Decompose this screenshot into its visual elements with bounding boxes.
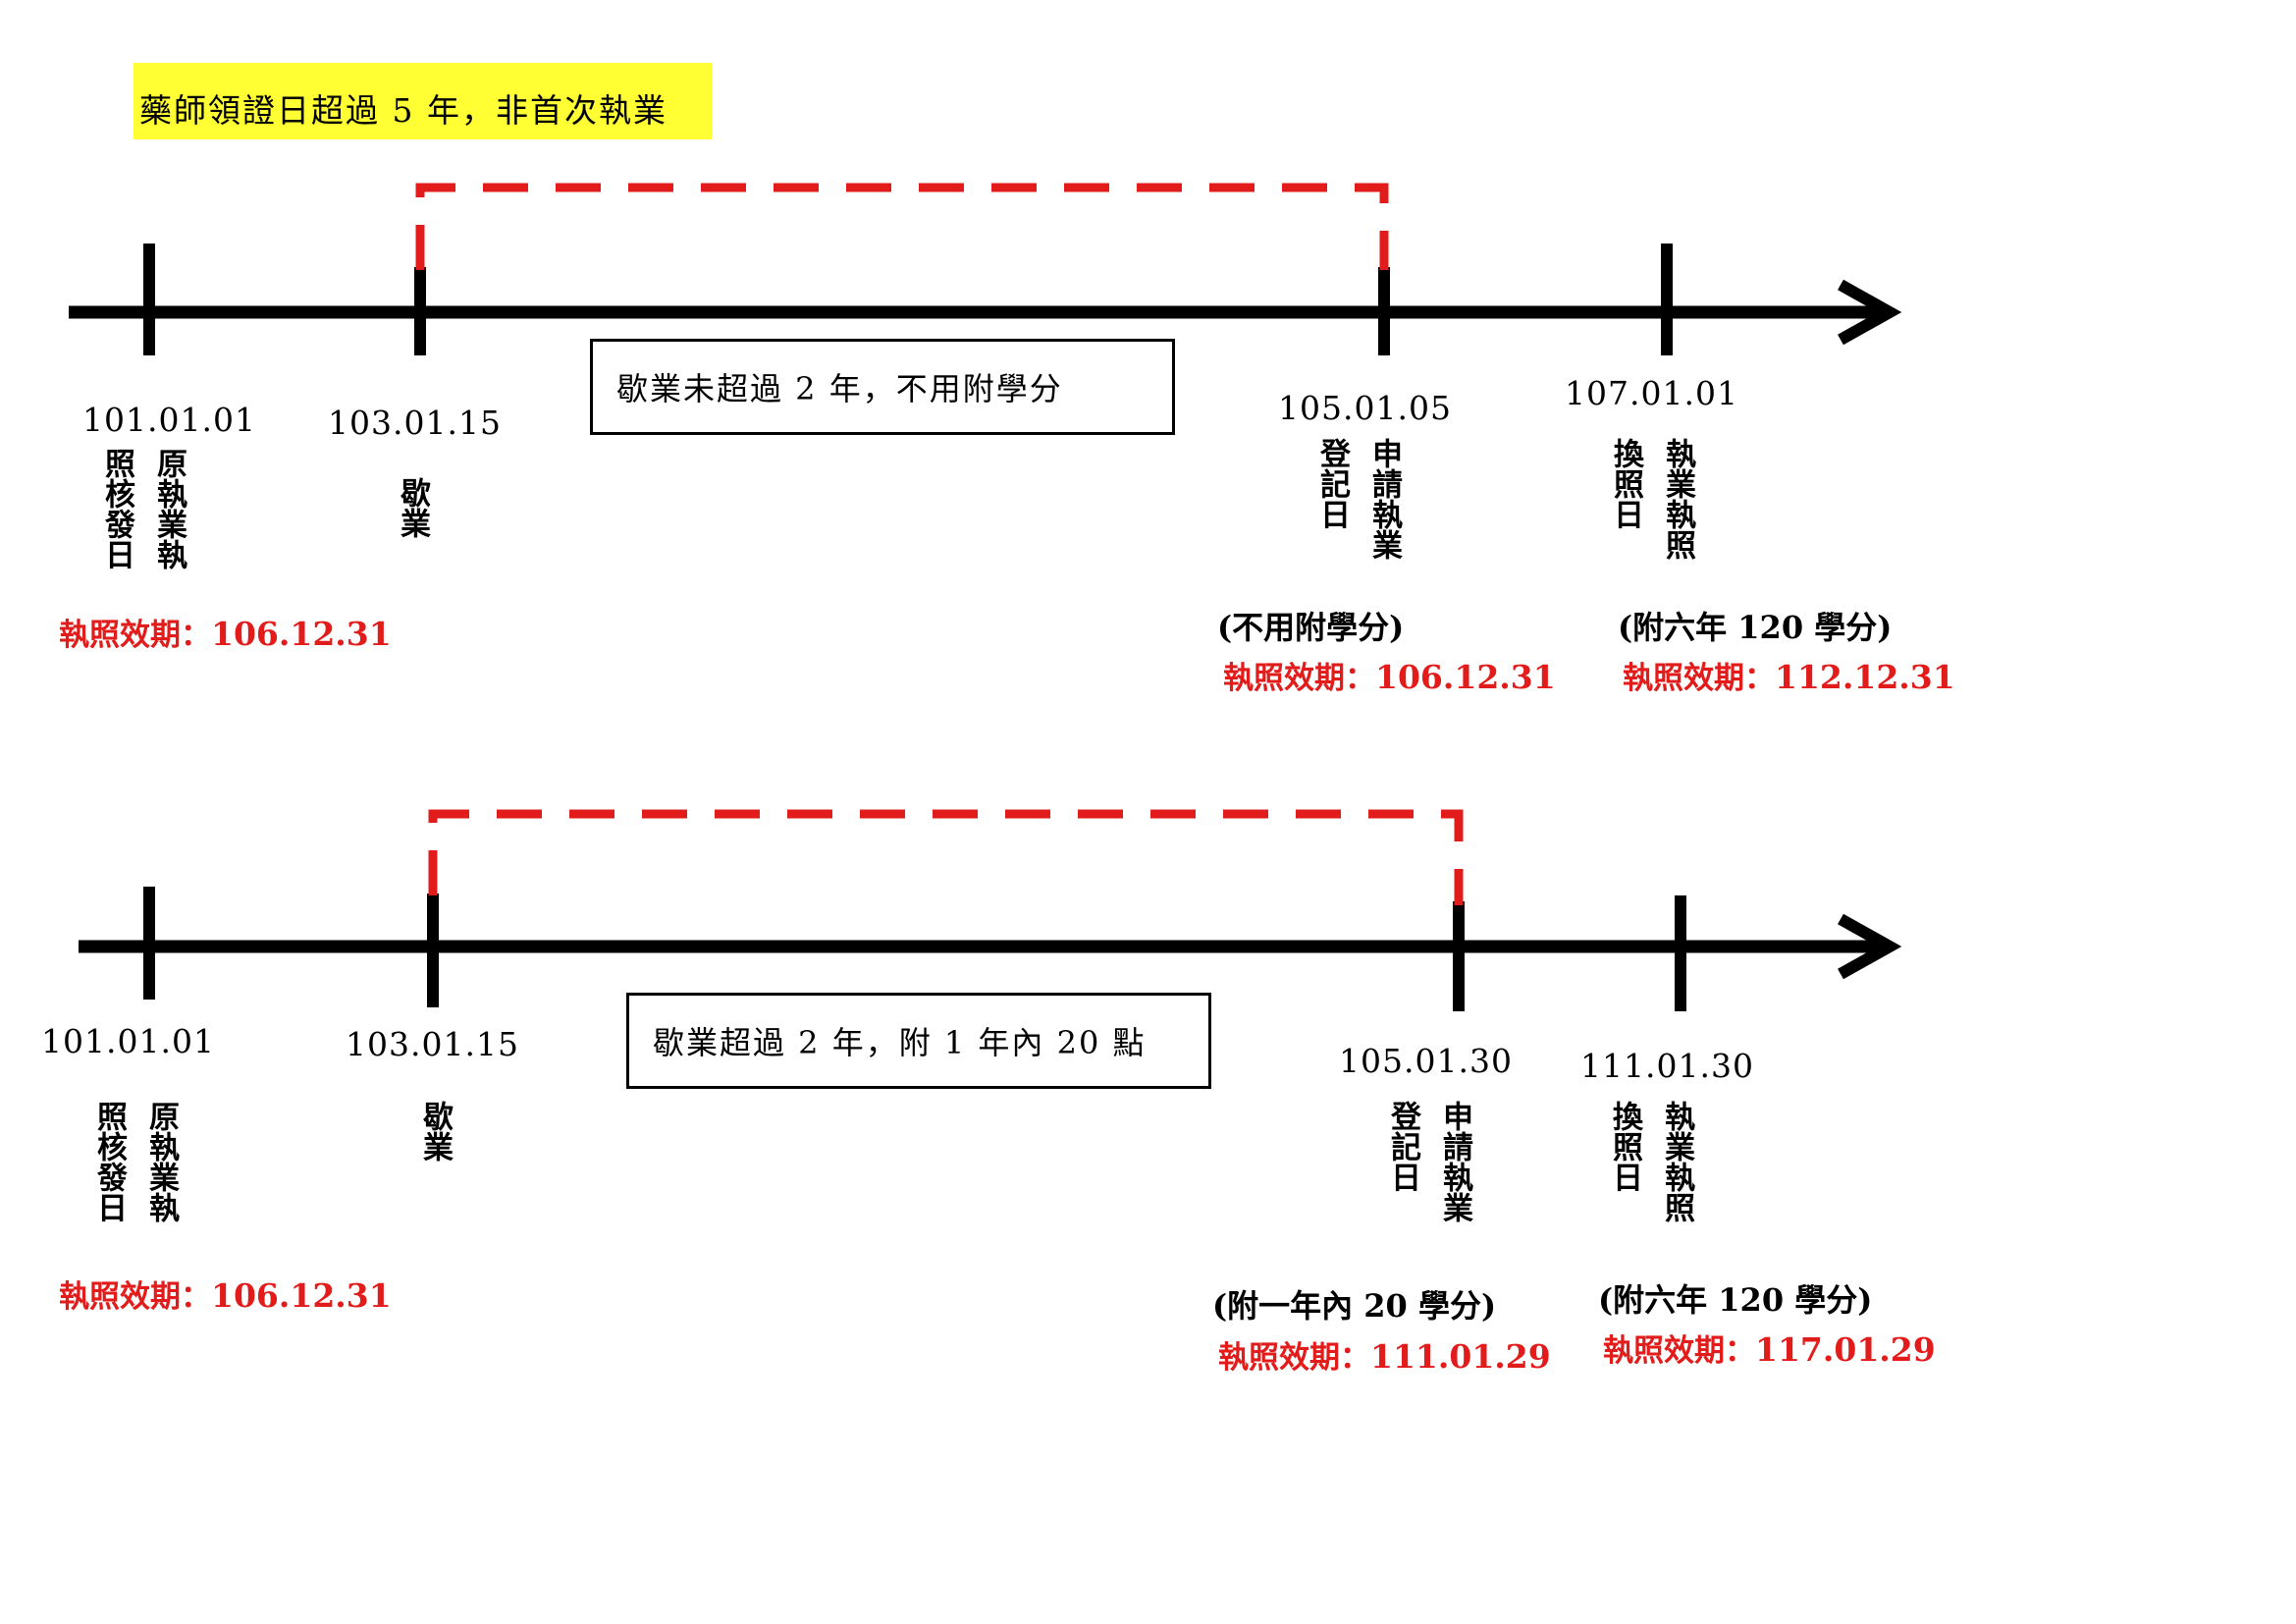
timeline-2-inactive-gap-dashed: [428, 809, 1464, 905]
timeline-2-label-3-col-1: 申請執業: [1437, 1101, 1472, 1222]
timeline-2-label-1: 原執業執 照核發日: [90, 1101, 179, 1222]
timeline-arrowhead-2: [1838, 913, 1902, 980]
timeline-1-validity-2-value: 106.12.31: [1375, 658, 1556, 696]
timeline-1-validity-3: 執照效期：112.12.31: [1623, 653, 1955, 697]
timeline-2-validity-3-note: (附六年 120 學分): [1598, 1281, 1873, 1319]
timeline-1-validity-2-note: (不用附學分): [1217, 609, 1405, 646]
timeline-1-date-4: 107.01.01: [1565, 374, 1738, 412]
timeline-2-label-3-col-2: 登記日: [1385, 1101, 1420, 1192]
timeline-1-validity-3-note: (附六年 120 學分): [1618, 609, 1893, 646]
timeline-2-validity-3-label: 執照效期：: [1603, 1333, 1755, 1369]
timeline-2-date-2: 103.01.15: [346, 1025, 519, 1063]
page-title: 藥師領證日超過 5 年，非首次執業: [139, 91, 667, 130]
timeline-1-validity-3-value: 112.12.31: [1775, 658, 1955, 696]
timeline-2-note-box: 歇業超過 2 年，附 1 年內 20 點: [626, 993, 1211, 1089]
timeline-2-label-3: 申請執業 登記日: [1384, 1101, 1472, 1222]
timeline-1-label-2: 歇業: [394, 477, 430, 538]
timeline-1-validity-1: 執照效期：106.12.31: [59, 610, 392, 654]
timeline-1-label-3-col-1: 申請執業: [1366, 438, 1402, 560]
timeline-1-date-2: 103.01.15: [328, 404, 502, 442]
timeline-1-validity-2-label: 執照效期：: [1223, 661, 1375, 696]
timeline-1-validity-1-value: 106.12.31: [211, 615, 392, 653]
timeline-2-label-2: 歇業: [416, 1101, 453, 1162]
timeline-1-label-4-col-1: 執業執照: [1660, 438, 1695, 560]
timeline-2-label-4-col-1: 執業執照: [1659, 1101, 1694, 1222]
timeline-2-validity-3: 執照效期：117.01.29: [1603, 1326, 1936, 1370]
timeline-arrowhead-1: [1838, 279, 1902, 346]
timeline-1-label-1-col-1: 原執業執: [151, 448, 187, 569]
timeline-2-validity-2-label: 執照效期：: [1218, 1340, 1370, 1376]
timeline-1-inactive-gap-dashed: [415, 183, 1389, 270]
timeline-2-label-4-col-2: 換照日: [1607, 1101, 1642, 1192]
timeline-1-validity-3-label: 執照效期：: [1623, 661, 1775, 696]
timeline-2-label-2-col-1: 歇業: [417, 1101, 453, 1162]
timeline-2-validity-1-value: 106.12.31: [211, 1276, 392, 1315]
timeline-2-validity-1: 執照效期：106.12.31: [59, 1272, 392, 1316]
timeline-1-label-1: 原執業執 照核發日: [98, 448, 187, 569]
title-highlight: [133, 63, 712, 139]
timeline-1-date-3: 105.01.05: [1278, 389, 1452, 427]
timeline-2-label-1-col-1: 原執業執: [143, 1101, 179, 1222]
timeline-2-label-1-col-2: 照核發日: [91, 1101, 127, 1222]
timeline-1-note-box: 歇業未超過 2 年，不用附學分: [590, 339, 1175, 435]
timeline-1-validity-2: 執照效期：106.12.31: [1223, 653, 1556, 697]
timeline-2-validity-2-value: 111.01.29: [1370, 1337, 1551, 1376]
timeline-1-label-3-col-2: 登記日: [1314, 438, 1350, 529]
timeline-1-label-4: 執業執照 換照日: [1607, 438, 1695, 560]
timeline-2-label-4: 執業執照 換照日: [1606, 1101, 1694, 1222]
timeline-1-label-2-col-1: 歇業: [395, 477, 430, 538]
timeline-1-label-3: 申請執業 登記日: [1313, 438, 1402, 560]
timeline-1-date-1: 101.01.01: [82, 401, 256, 439]
timeline-2-date-4: 111.01.30: [1580, 1047, 1754, 1085]
timeline-1-validity-1-label: 執照效期：: [59, 618, 211, 653]
timeline-2-validity-2-note: (附一年內 20 學分): [1212, 1287, 1497, 1325]
timeline-2-validity-2: 執照效期：111.01.29: [1218, 1332, 1551, 1377]
timeline-1-label-4-col-2: 換照日: [1608, 438, 1643, 529]
timeline-1-label-1-col-2: 照核發日: [99, 448, 134, 569]
timeline-2-date-3: 105.01.30: [1339, 1042, 1513, 1080]
timeline-2-date-1: 101.01.01: [41, 1022, 215, 1060]
timeline-2-validity-3-value: 117.01.29: [1755, 1330, 1936, 1369]
timeline-2-validity-1-label: 執照效期：: [59, 1279, 211, 1315]
